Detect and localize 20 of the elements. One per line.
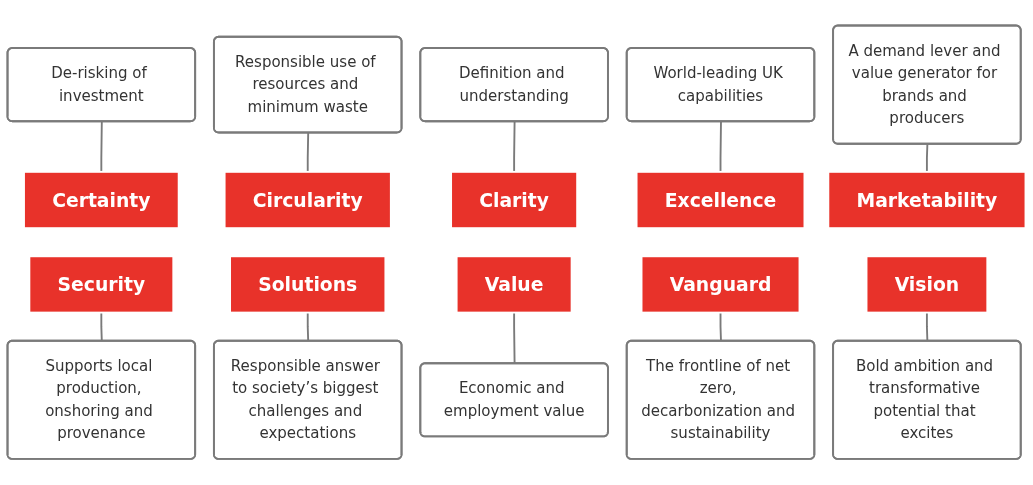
connector	[306, 132, 310, 174]
node-box: Marketability	[827, 171, 1027, 230]
node-box: Value	[455, 255, 573, 314]
connector	[513, 311, 516, 365]
connector	[925, 311, 929, 343]
node-box: Vanguard	[640, 255, 801, 314]
connector	[513, 121, 516, 174]
node-box: Clarity	[450, 171, 579, 230]
connector	[100, 121, 103, 174]
node-box: Circularity	[223, 171, 392, 230]
connector	[925, 143, 929, 174]
connector	[306, 311, 310, 343]
connector	[719, 311, 722, 343]
node-box: Solutions	[229, 255, 387, 314]
node-box: Certainty	[23, 171, 180, 230]
connector	[100, 311, 103, 343]
node-box: Vision	[865, 255, 989, 314]
node-box: Security	[28, 255, 175, 314]
node-box: Excellence	[635, 171, 806, 230]
connector	[719, 121, 722, 174]
